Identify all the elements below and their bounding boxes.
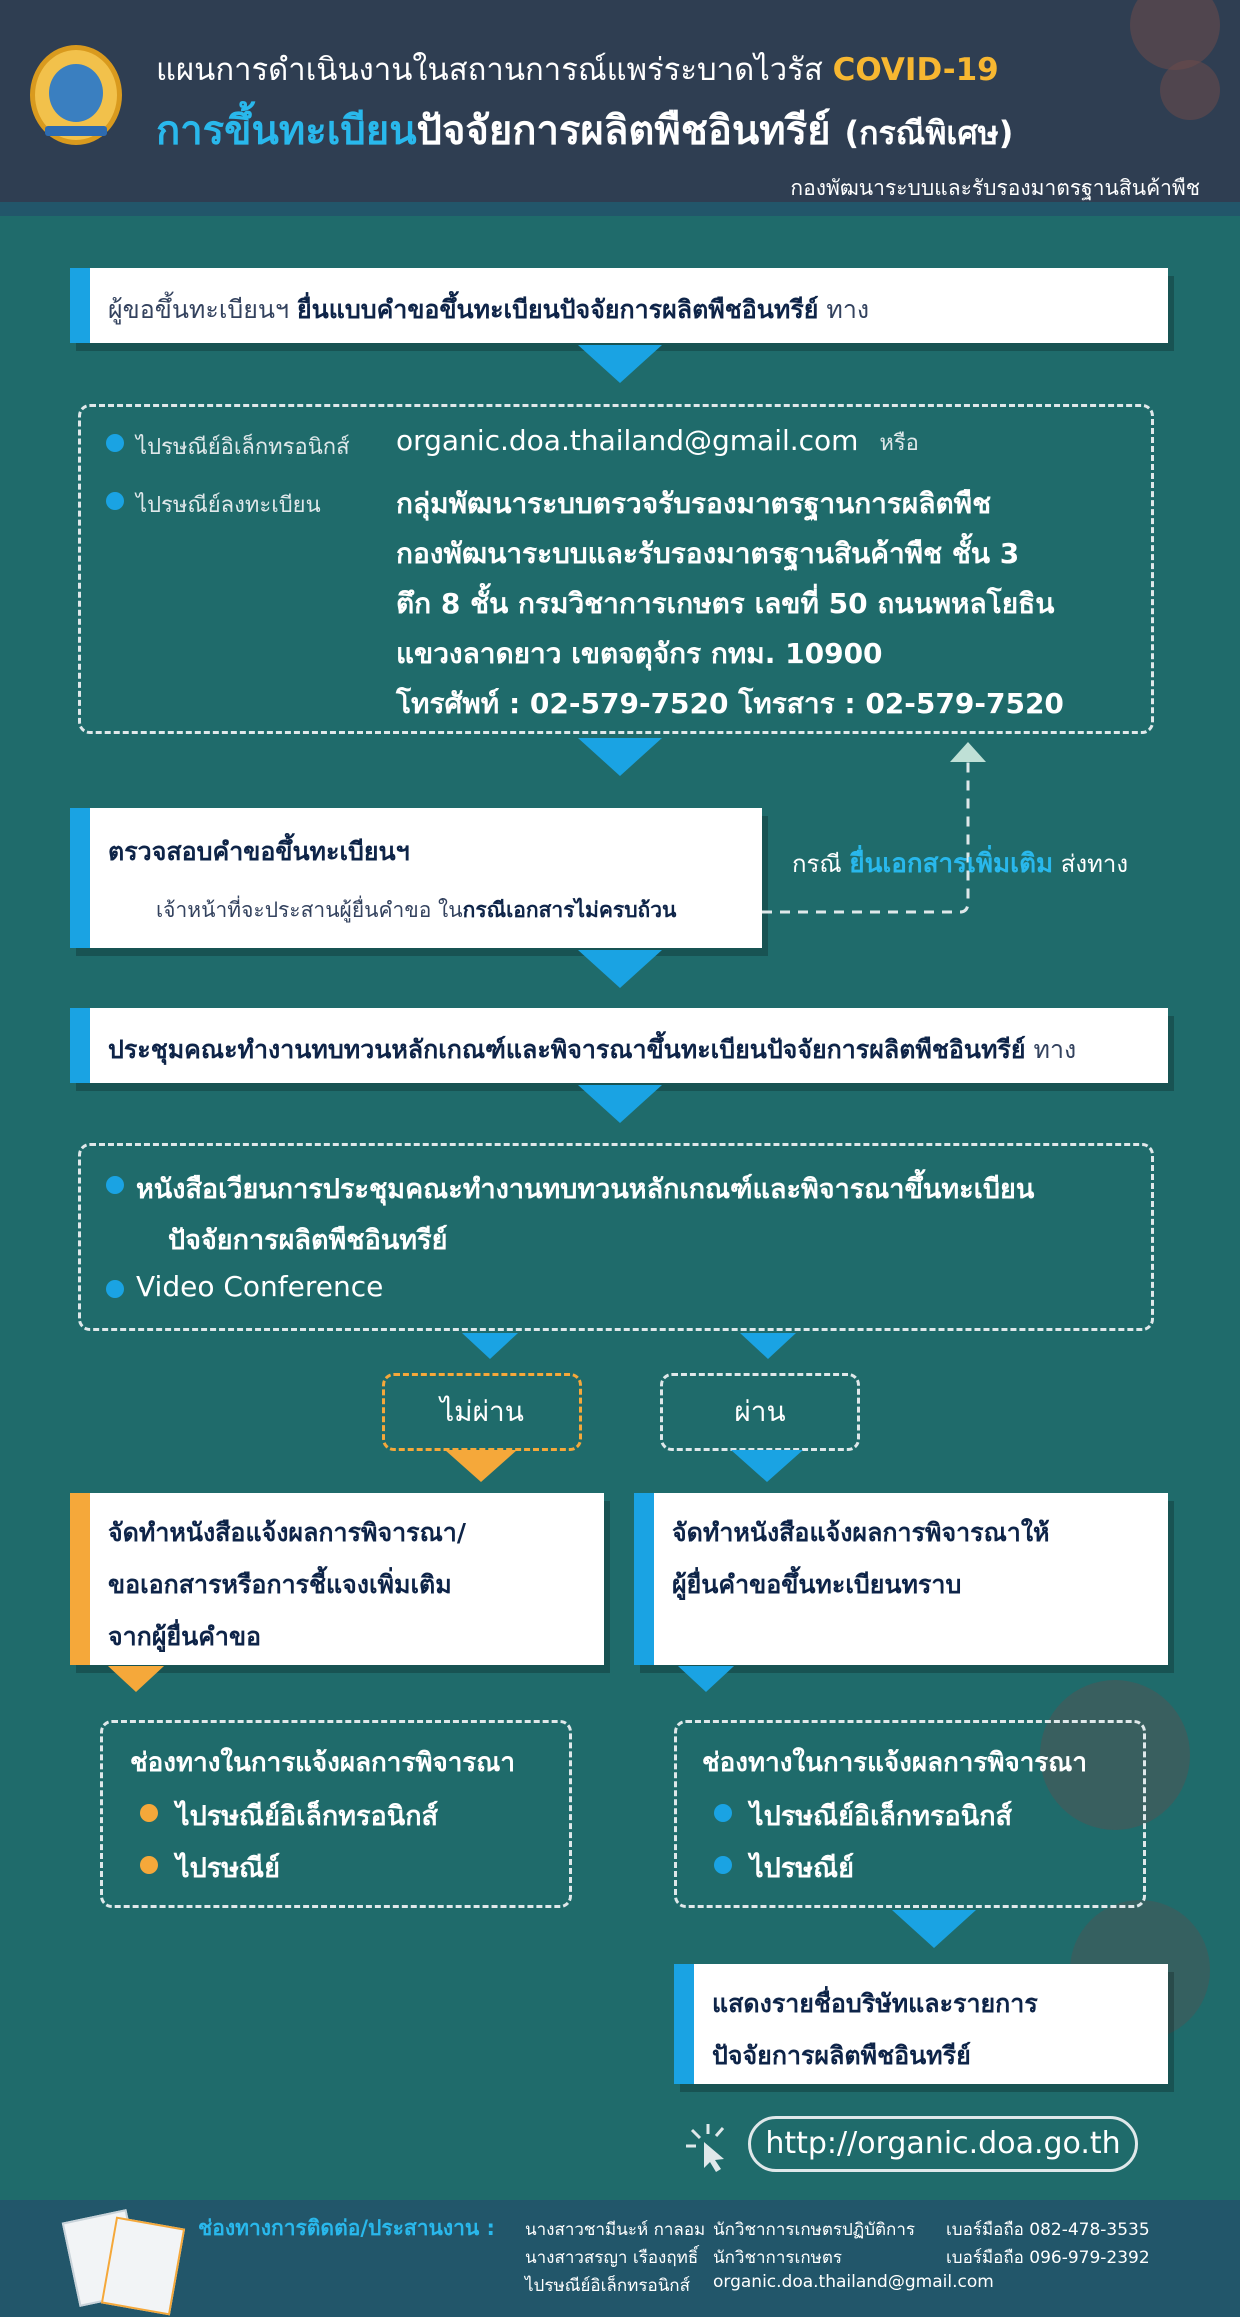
step-meeting-card: ประชุมคณะทำงานทบทวนหลักเกณฑ์และพิจารณาขึ… (70, 1008, 1168, 1083)
pass-notify-email: ไปรษณีย์อิเล็กทรอนิกส์ (750, 1801, 1013, 1832)
address-line: โทรศัพท์ : 02-579-7520 โทรสาร : 02-579-7… (396, 687, 1064, 720)
flow-arrow (578, 345, 662, 383)
step-submit-card: ผู้ขอขึ้นทะเบียนฯ ยื่นแบบคำขอขึ้นทะเบียน… (70, 268, 1168, 343)
bullet-icon (106, 434, 124, 452)
meeting-video-conference: Video Conference (136, 1270, 384, 1303)
virus-decoration (1040, 1680, 1190, 1830)
pass-notify-channels-box (674, 1720, 1146, 1908)
virus-decoration (1130, 0, 1220, 70)
email-address: organic.doa.thailand@gmail.com หรือ (396, 424, 919, 457)
step-review-title: ตรวจสอบคำขอขึ้นทะเบียนฯ (108, 837, 410, 866)
cursor-click-icon (686, 2124, 725, 2172)
header: แผนการดำเนินงานในสถานการณ์แพร่ระบาดไวรัส… (0, 0, 1240, 210)
pass-decision-box (660, 1373, 860, 1451)
step-review-card: ตรวจสอบคำขอขึ้นทะเบียนฯ เจ้าหน้าที่จะประ… (70, 808, 762, 948)
fail-notify-email: ไปรษณีย์อิเล็กทรอนิกส์ (176, 1801, 439, 1832)
flow-arrow (892, 1910, 976, 1948)
contact-name: นางสาวชามีนะห์ กาลอม (525, 2220, 706, 2240)
doa-logo (30, 45, 122, 145)
meeting-circular-letter-cont: ปัจจัยการผลิตพืชอินทรีย์ (168, 1225, 448, 1256)
flow-arrow (108, 1666, 164, 1692)
publish-list-card: แสดงรายชื่อบริษัทและรายการ ปัจจัยการผลิต… (674, 1964, 1168, 2084)
post-channel-label: ไปรษณีย์ลงทะเบียน (136, 493, 321, 518)
address-line: กองพัฒนาระบบและรับรองมาตรฐานสินค้าพืช ชั… (396, 537, 1020, 570)
resubmit-loop-line (762, 742, 986, 914)
website-link[interactable]: http://organic.doa.go.th (748, 2116, 1138, 2172)
bullet-icon (106, 1176, 124, 1194)
bullet-icon (106, 492, 124, 510)
email-channel-label: ไปรษณีย์อิเล็กทรอนิกส์ (136, 435, 350, 460)
contact-phone: เบอร์มือถือ 082-478-3535 (946, 2220, 1150, 2240)
flow-arrow (462, 1333, 518, 1359)
flow-arrow (678, 1666, 734, 1692)
flow-arrow (740, 1333, 796, 1359)
pass-result-card: จัดทำหนังสือแจ้งผลการพิจารณาให้ ผู้ยื่นค… (634, 1493, 1168, 1665)
virus-decoration (1160, 60, 1220, 120)
bullet-icon (714, 1804, 732, 1822)
flow-arrow (578, 738, 662, 776)
bullet-icon (714, 1856, 732, 1874)
bullet-icon (106, 1280, 124, 1298)
contact-phone: เบอร์มือถือ 096-979-2392 (946, 2248, 1150, 2268)
flow-arrow (578, 950, 662, 988)
pass-notify-post: ไปรษณีย์ (750, 1853, 854, 1884)
header-title: แผนการดำเนินงานในสถานการณ์แพร่ระบาดไวรัส… (156, 52, 999, 88)
contact-email-link[interactable]: organic.doa.thailand@gmail.com (713, 2272, 994, 2292)
pass-decision-label: ผ่าน (734, 1395, 786, 1428)
flow-arrow (731, 1450, 803, 1482)
bullet-icon (140, 1856, 158, 1874)
pass-notify-title: ช่องทางในการแจ้งผลการพิจารณา (702, 1748, 1087, 1778)
fail-notify-post: ไปรษณีย์ (176, 1853, 280, 1884)
header-subtitle: การขึ้นทะเบียนปัจจัยการผลิตพืชอินทรีย์ (… (156, 108, 1014, 154)
fail-notify-channels-box (100, 1720, 572, 1908)
footer (0, 2200, 1240, 2317)
header-band (0, 202, 1240, 216)
flow-arrow (578, 1085, 662, 1123)
submission-channels-box (78, 404, 1154, 734)
step-review-note: เจ้าหน้าที่จะประสานผู้ยื่นคำขอ ในกรณีเอก… (156, 898, 677, 922)
resubmit-note: กรณี ยื่นเอกสารเพิ่มเติม ส่งทาง (792, 849, 1129, 879)
address-line: กลุ่มพัฒนาระบบตรวจรับรองมาตรฐานการผลิตพื… (396, 487, 992, 520)
fail-notify-title: ช่องทางในการแจ้งผลการพิจารณา (130, 1748, 515, 1778)
meeting-circular-letter: หนังสือเวียนการประชุมคณะทำงานทบทวนหลักเก… (136, 1174, 1035, 1205)
contact-position: นักวิชาการเกษตร (713, 2248, 842, 2268)
meeting-methods-box (78, 1143, 1154, 1331)
footer-title: ช่องทางการติดต่อ/ประสานงาน : (198, 2216, 495, 2240)
fail-decision-label: ไม่ผ่าน (440, 1395, 524, 1428)
address-line: ตึก 8 ชั้น กรมวิชาการเกษตร เลขที่ 50 ถนน… (396, 587, 1055, 620)
contact-email-label: ไปรษณีย์อิเล็กทรอนิกส์ (525, 2276, 690, 2296)
bullet-icon (140, 1804, 158, 1822)
contact-name: นางสาวสรญา เรืองฤทธิ์ (525, 2248, 699, 2268)
address-line: แขวงลาดยาว เขตจตุจักร กทม. 10900 (396, 637, 883, 670)
fail-result-card: จัดทำหนังสือแจ้งผลการพิจารณา/ ขอเอกสารหร… (70, 1493, 604, 1665)
contact-position: นักวิชาการเกษตรปฏิบัติการ (713, 2220, 915, 2240)
header-org: กองพัฒนาระบบและรับรองมาตรฐานสินค้าพืช (790, 176, 1200, 200)
fail-decision-box (382, 1373, 582, 1451)
flow-arrow (445, 1450, 517, 1482)
